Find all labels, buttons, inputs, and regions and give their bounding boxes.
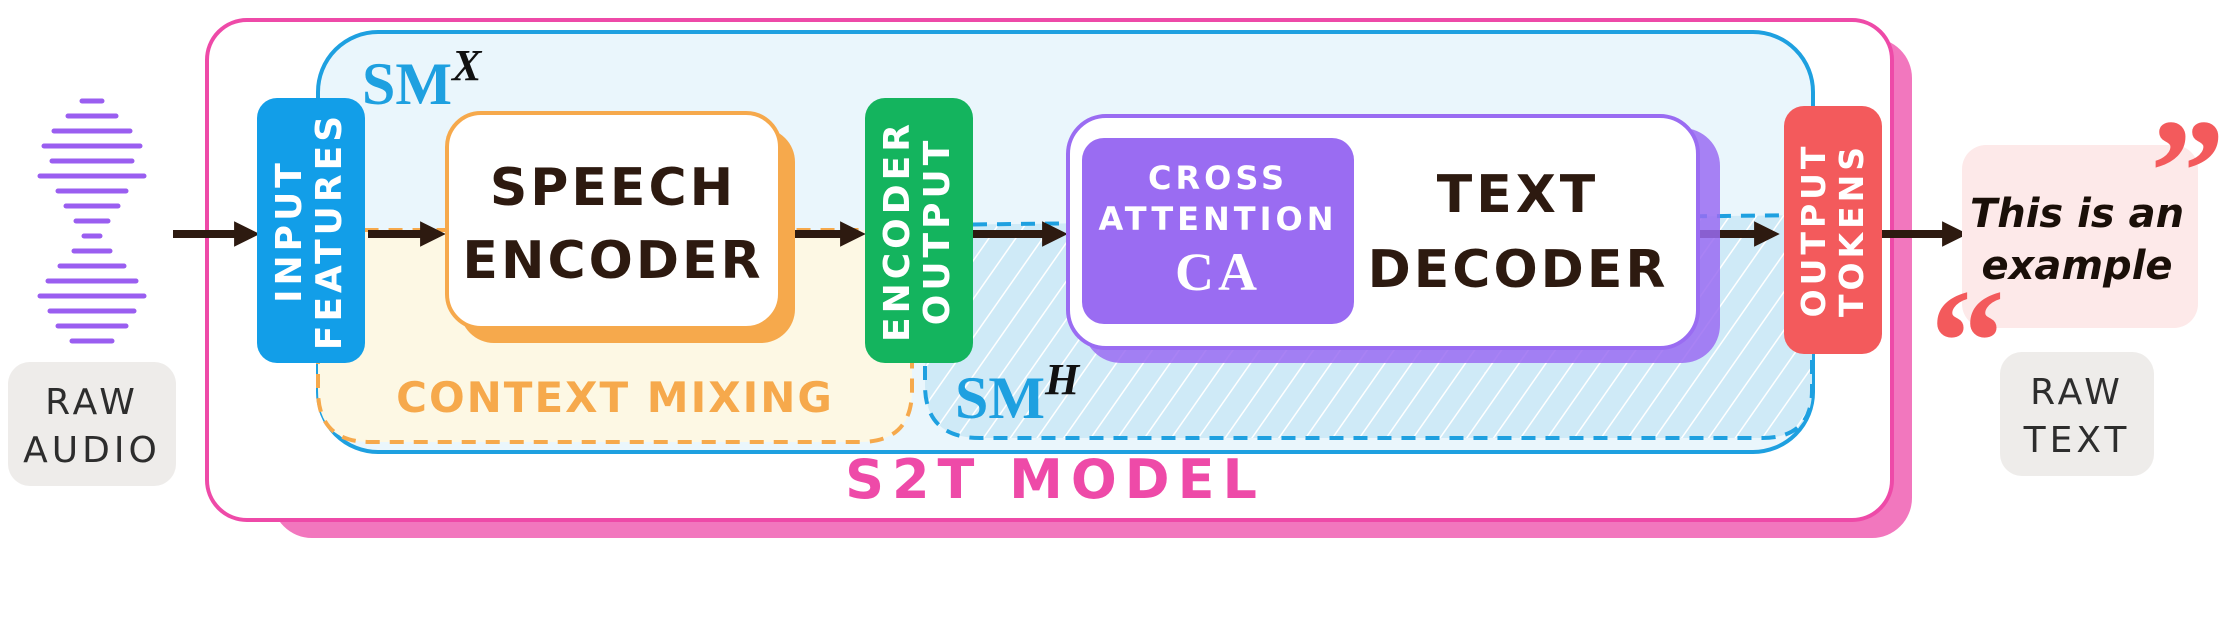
s2t-model-title: S2T MODEL xyxy=(845,448,1265,511)
output-tokens-line2: TOKENS xyxy=(1832,143,1871,317)
close-quote-icon: ” xyxy=(2150,89,2225,255)
encoder-output-line1: ENCODER xyxy=(877,120,918,342)
text-decoder-line2: DECODER xyxy=(1368,240,1669,300)
raw-audio-label-line1: RAW xyxy=(45,382,139,423)
raw-text-label-line2: TEXT xyxy=(2023,420,2131,461)
raw-text-badge xyxy=(2000,352,2154,476)
waveform-icon xyxy=(37,98,147,344)
raw-audio-label-line2: AUDIO xyxy=(23,430,161,471)
open-quote-icon: “ xyxy=(1930,259,2005,425)
speech-encoder-line1: SPEECH xyxy=(490,158,736,218)
input-features-line1: INPUT xyxy=(269,159,310,303)
raw-audio-badge xyxy=(8,362,176,486)
cross-attention-block xyxy=(1082,138,1354,324)
encoder-output-line2: OUTPUT xyxy=(917,137,958,326)
output-tokens-line1: OUTPUT xyxy=(1794,143,1833,318)
raw-text-label-line1: RAW xyxy=(2030,372,2124,413)
encoder-output-block xyxy=(865,98,973,363)
text-decoder-line1: TEXT xyxy=(1437,165,1600,225)
cross-attention-line2: ATTENTION xyxy=(1098,200,1337,238)
example-text-bubble xyxy=(1962,145,2198,328)
example-text-line1: This is an xyxy=(1970,191,2184,237)
output-tokens-block xyxy=(1784,106,1882,354)
input-features-block xyxy=(257,98,365,363)
context-mixing-label: CONTEXT MIXING xyxy=(396,373,834,422)
example-text-line2: example xyxy=(1981,243,2172,289)
sm-h-label: SMH xyxy=(955,355,1081,431)
input-features-line2: FEATURES xyxy=(309,112,350,350)
cross-attention-abbr: CA xyxy=(1175,242,1261,302)
speech-encoder-line2: ENCODER xyxy=(462,231,763,291)
sm-x-label: SMX xyxy=(362,41,483,117)
cross-attention-line1: CROSS xyxy=(1148,159,1288,197)
speech-encoder-block xyxy=(445,111,782,330)
